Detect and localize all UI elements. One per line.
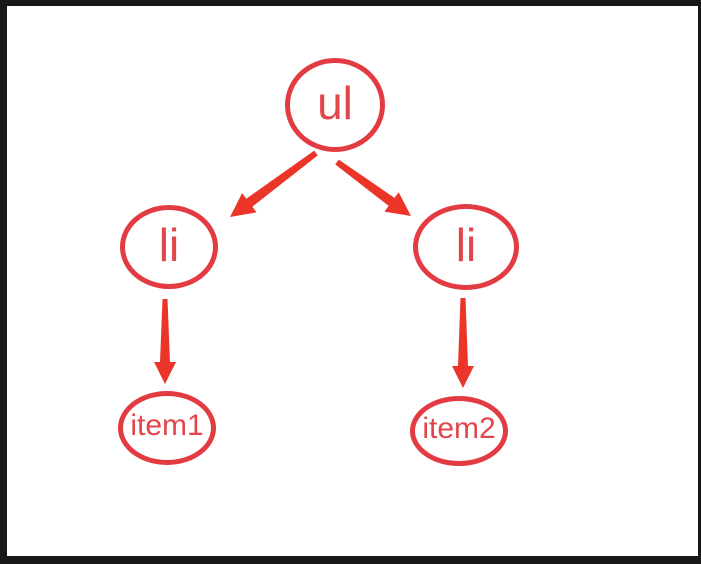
node-ul: ul: [285, 58, 385, 152]
node-item1-label: item1: [130, 409, 204, 442]
node-ul-label: ul: [317, 77, 353, 129]
node-li-left: li: [120, 205, 218, 289]
node-li-left-label: li: [158, 219, 180, 271]
node-li-right: li: [413, 204, 519, 290]
node-item2-label: item2: [422, 412, 496, 445]
node-li-right-label: li: [455, 219, 477, 271]
node-item1: item1: [118, 391, 216, 465]
node-item2: item2: [410, 396, 508, 466]
